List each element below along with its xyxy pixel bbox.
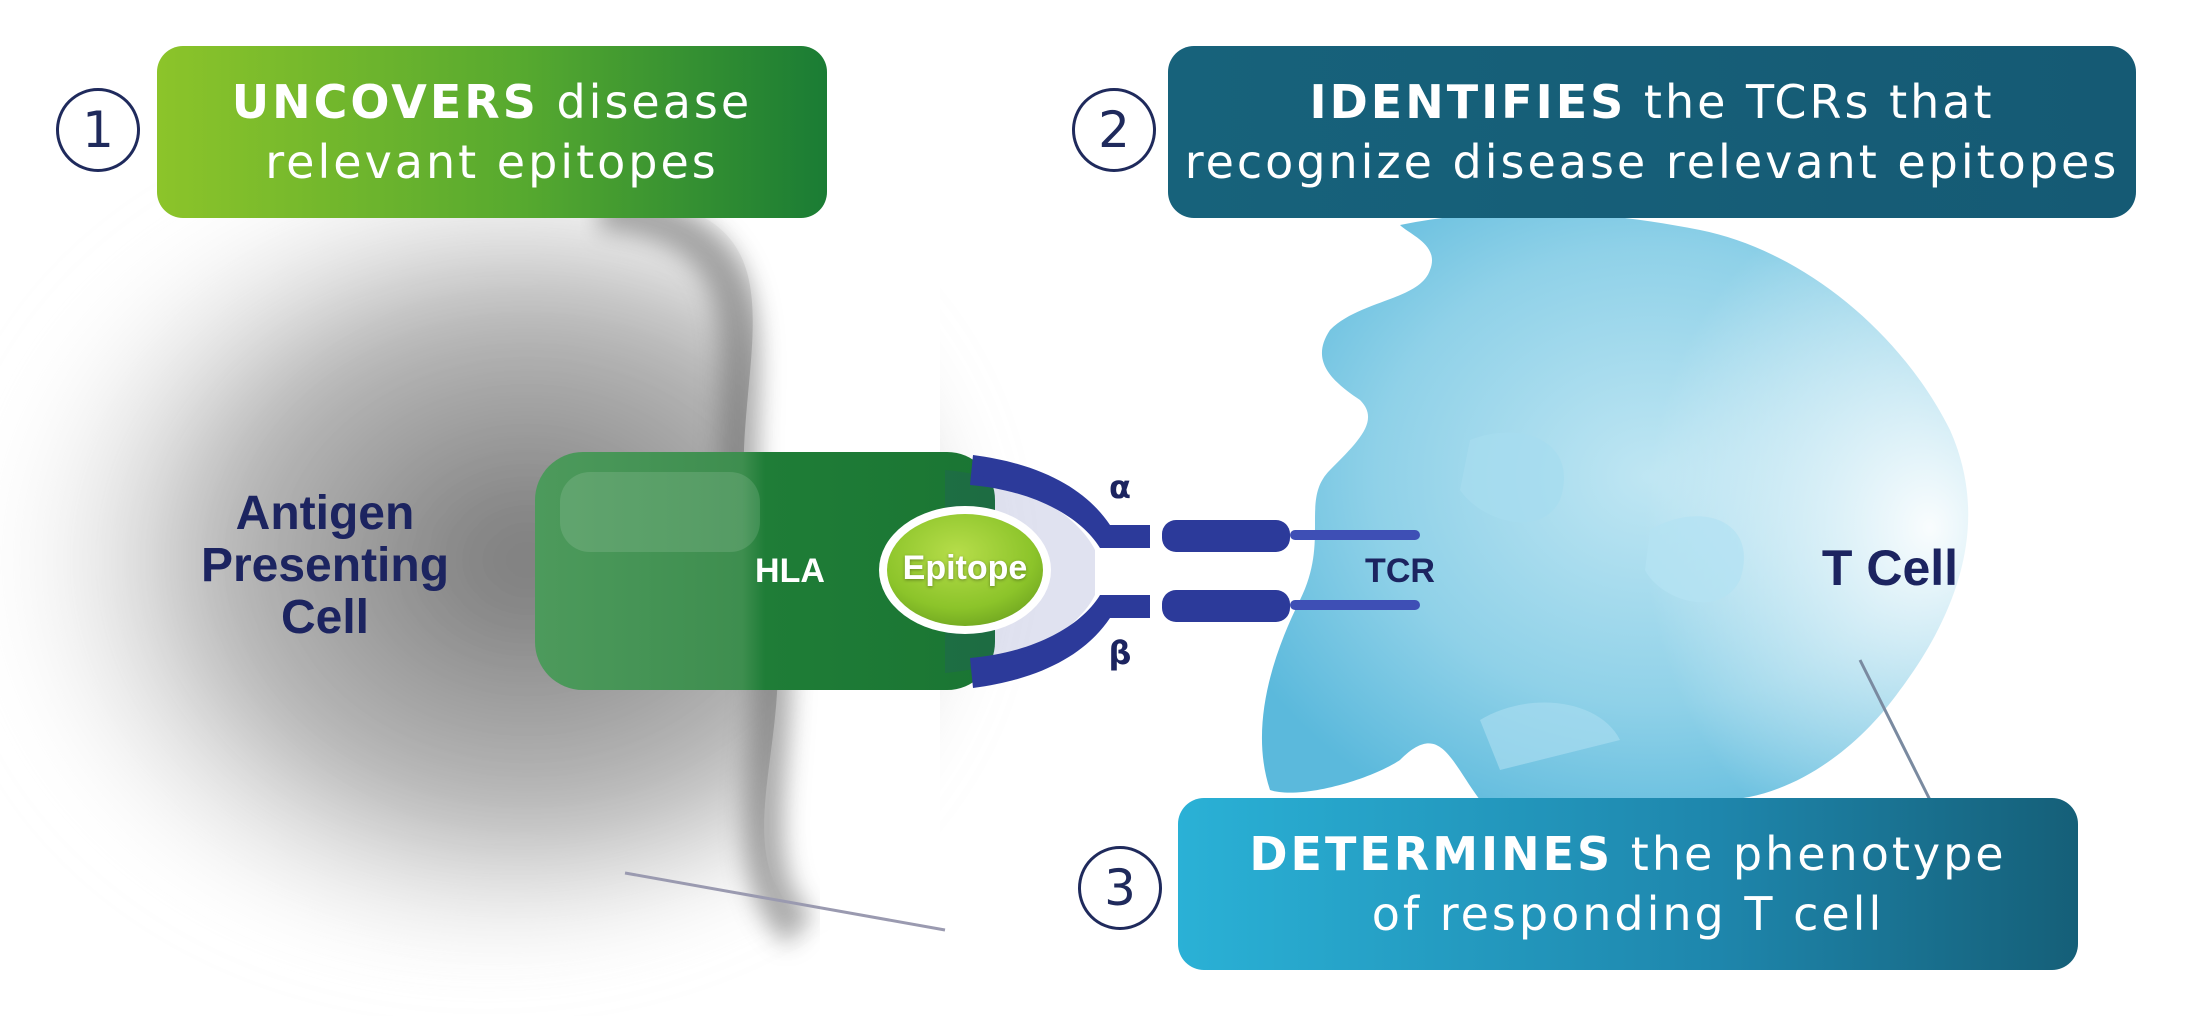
step-1-callout: UNCOVERS disease relevant epitopes xyxy=(157,46,827,218)
epitope-label: Epitope xyxy=(902,549,1028,587)
hla-label: HLA xyxy=(755,552,825,590)
beta-label: β xyxy=(1108,634,1132,672)
apc-label-line1: Antigen xyxy=(235,487,415,540)
tcell-ridge-2 xyxy=(1645,516,1744,603)
tcr-alpha-stalk xyxy=(1290,530,1420,540)
hla-highlight xyxy=(560,472,760,552)
step-1-rest: disease xyxy=(538,75,753,129)
step-3-callout: DETERMINES the phenotype of responding T… xyxy=(1178,798,2078,970)
step-3-emphasis: DETERMINES xyxy=(1249,827,1614,881)
apc-pointer-line xyxy=(624,871,946,932)
tcell-pointer-line xyxy=(1858,659,1932,801)
tcell-highlight xyxy=(1540,240,2060,880)
tcr-label: TCR xyxy=(1365,552,1435,590)
step-3-line2: of responding T cell xyxy=(1371,887,1885,941)
tcell-ridge-1 xyxy=(1460,432,1564,523)
apc-label: Antigen Presenting Cell xyxy=(170,488,480,644)
apc-label-line3: Cell xyxy=(280,591,370,644)
tcell-ridge-3 xyxy=(1480,702,1620,770)
step-3-line1: DETERMINES the phenotype xyxy=(1249,824,2006,884)
step-2-emphasis: IDENTIFIES xyxy=(1309,75,1627,129)
apc-label-line2: Presenting xyxy=(200,539,450,592)
step-1-line2: relevant epitopes xyxy=(265,135,719,189)
step-2-rest: the TCRs that xyxy=(1626,75,1995,129)
tcr-beta-stalk xyxy=(1290,600,1420,610)
tcell-label: T Cell xyxy=(1821,540,1959,596)
step-2-callout: IDENTIFIES the TCRs that recognize disea… xyxy=(1168,46,2136,218)
tcr-beta-chain xyxy=(1162,590,1290,622)
step-3-rest: the phenotype xyxy=(1613,827,2007,881)
step-2-line1: IDENTIFIES the TCRs that xyxy=(1309,72,1994,132)
tcr-beta-arm xyxy=(970,595,1150,688)
step-2-line2: recognize disease relevant epitopes xyxy=(1184,135,2120,189)
step-3-number: 3 xyxy=(1078,846,1162,930)
apc-body xyxy=(10,180,950,940)
step-2-number: 2 xyxy=(1072,88,1156,172)
alpha-label: α xyxy=(1109,468,1131,506)
tcr-alpha-chain xyxy=(1162,520,1290,552)
tcr-alpha-arm xyxy=(970,455,1150,548)
epitope xyxy=(887,514,1043,626)
step-1-number: 1 xyxy=(56,88,140,172)
hla-molecule xyxy=(535,452,995,690)
step-1-line1: UNCOVERS disease xyxy=(232,72,752,132)
step-1-emphasis: UNCOVERS xyxy=(231,75,539,129)
